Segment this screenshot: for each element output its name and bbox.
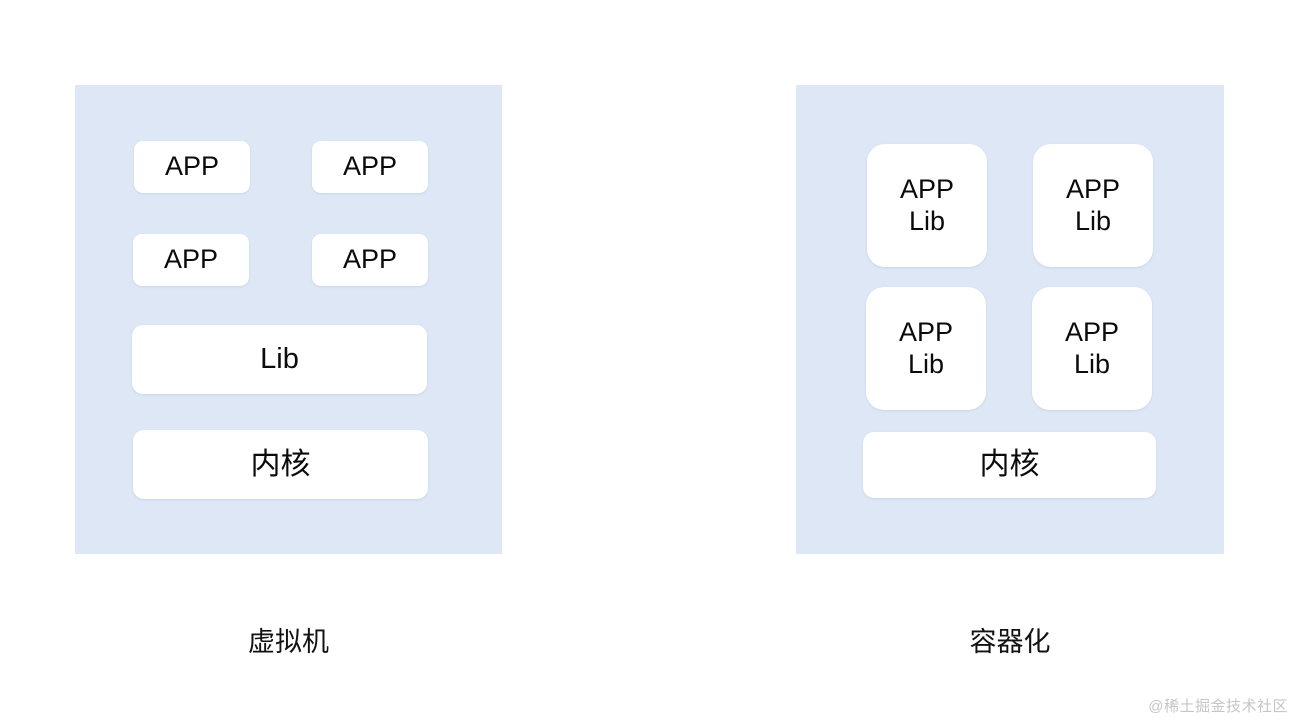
vm-app-card-4: APP bbox=[312, 234, 428, 286]
vm-app-card-4-label: APP bbox=[342, 244, 398, 275]
container-app-card-4-label-lib: Lib bbox=[1073, 348, 1111, 379]
caption-virtual-machine: 虚拟机 bbox=[248, 627, 329, 657]
vm-app-card-2: APP bbox=[312, 141, 428, 193]
vm-app-card-1-label: APP bbox=[164, 151, 220, 182]
vm-kernel-card: 内核 bbox=[133, 430, 428, 499]
caption-containerization: 容器化 bbox=[969, 627, 1051, 657]
container-app-card-1-label-app: APP bbox=[899, 173, 955, 204]
vm-lib-card-label: Lib bbox=[260, 343, 299, 376]
container-app-card-4: APP Lib bbox=[1032, 287, 1152, 410]
panel-virtual-machine: APP APP APP APP Lib 内核 bbox=[75, 85, 502, 554]
container-app-card-1: APP Lib bbox=[867, 144, 987, 267]
container-app-card-2: APP Lib bbox=[1033, 144, 1153, 267]
container-app-card-3-label-app: APP bbox=[898, 316, 954, 347]
vm-app-card-2-label: APP bbox=[342, 151, 398, 182]
container-kernel-card: 内核 bbox=[863, 432, 1156, 498]
panel-containerization: APP Lib APP Lib APP Lib APP Lib 内核 bbox=[796, 85, 1224, 554]
container-app-card-1-label-lib: Lib bbox=[908, 205, 946, 236]
vm-app-card-3-label: APP bbox=[163, 244, 219, 275]
container-app-card-2-label-lib: Lib bbox=[1074, 205, 1112, 236]
vm-kernel-card-label: 内核 bbox=[250, 447, 311, 481]
container-app-card-4-label-app: APP bbox=[1064, 316, 1120, 347]
container-app-card-3-label-lib: Lib bbox=[907, 348, 945, 379]
vm-app-card-3: APP bbox=[133, 234, 249, 286]
vm-lib-card: Lib bbox=[132, 325, 427, 394]
container-app-card-3: APP Lib bbox=[866, 287, 986, 410]
vm-app-card-1: APP bbox=[134, 141, 250, 193]
watermark: @稀土掘金技术社区 bbox=[1148, 698, 1288, 715]
container-kernel-card-label: 内核 bbox=[979, 448, 1040, 482]
container-app-card-2-label-app: APP bbox=[1065, 173, 1121, 204]
